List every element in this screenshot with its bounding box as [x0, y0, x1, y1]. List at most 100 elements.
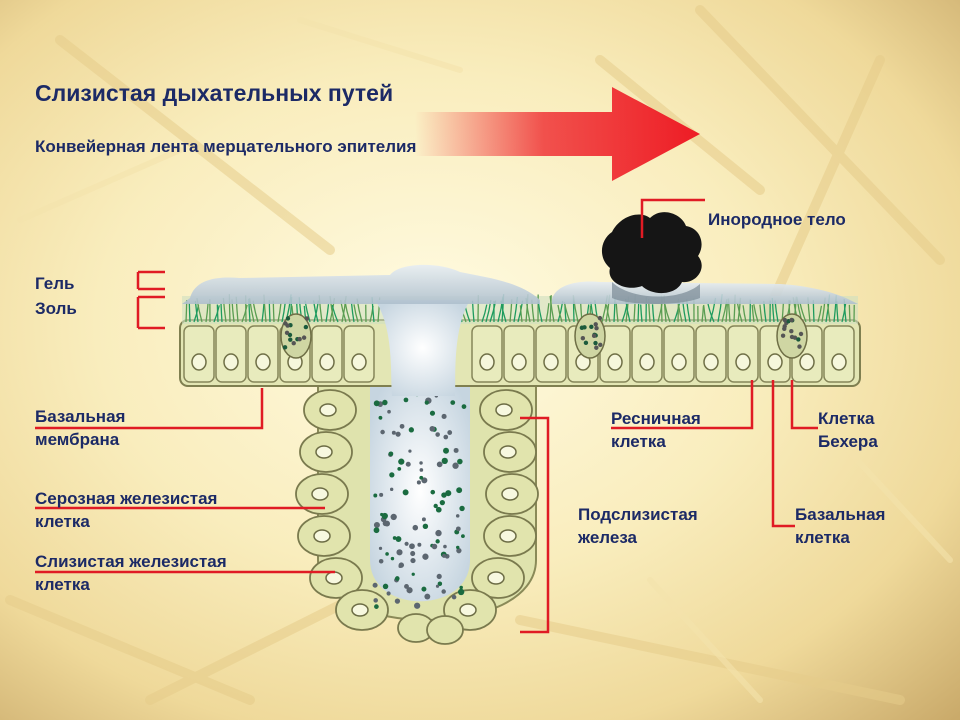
secretion-granule — [411, 572, 415, 576]
secretion-granule — [461, 534, 465, 539]
cell-nucleus — [255, 353, 271, 371]
cell-nucleus — [311, 487, 329, 501]
secretion-granule — [443, 544, 447, 549]
secretion-granule — [429, 410, 436, 416]
goblet-cell — [280, 313, 312, 359]
arrow-right-icon — [415, 87, 700, 181]
secretion-granule — [382, 583, 389, 590]
mucin-granule — [284, 330, 290, 336]
cilium — [848, 304, 851, 323]
cilium — [751, 304, 755, 323]
cell-nucleus — [319, 353, 335, 371]
secretion-granule — [451, 594, 457, 600]
secretion-granule — [457, 588, 465, 596]
secretion-granule — [385, 552, 389, 556]
cilium — [205, 303, 209, 323]
cilium — [325, 304, 330, 323]
secretion-granule — [412, 524, 419, 531]
secretion-granule — [437, 581, 443, 586]
secretion-granule — [439, 500, 445, 506]
secretion-granule — [378, 558, 384, 564]
secretion-granule — [447, 430, 453, 435]
secretion-granule — [442, 553, 447, 558]
secretion-granule — [399, 423, 405, 429]
cell-nucleus — [607, 353, 623, 371]
secretion-granule — [456, 547, 462, 554]
mucin-granule — [580, 336, 586, 341]
secretion-granule — [404, 584, 409, 589]
secretion-granule — [433, 503, 438, 509]
cell-nucleus — [735, 353, 751, 371]
mucin-granule — [593, 340, 598, 346]
mucin-granule — [782, 317, 788, 323]
mucin-granule — [789, 329, 794, 334]
cell-nucleus — [799, 353, 815, 371]
cell-nucleus — [313, 529, 331, 543]
secretion-granule — [441, 589, 446, 594]
secretion-granule — [443, 447, 449, 454]
cell-nucleus — [191, 353, 207, 371]
leader-ciliated-cell — [611, 380, 754, 430]
secretion-granule — [389, 487, 394, 492]
secretion-granule — [390, 556, 395, 561]
cell-nucleus — [703, 353, 719, 371]
secretion-granule — [382, 399, 388, 406]
secretion-granule — [419, 468, 424, 472]
secretion-granule — [435, 584, 440, 588]
secretion-granule — [457, 458, 463, 465]
mucin-granule — [591, 333, 597, 339]
cilium — [220, 303, 223, 323]
mucin-granule — [288, 337, 293, 342]
secretion-granule — [373, 527, 380, 534]
mucin-granule — [782, 324, 787, 329]
cell-nucleus — [511, 353, 527, 371]
cell-nucleus — [459, 603, 477, 617]
mucin-granule — [792, 335, 798, 340]
label-gel: Гель — [35, 274, 75, 293]
secretion-granule — [461, 404, 467, 409]
leader-goblet-cell — [790, 380, 818, 430]
secretion-granule — [378, 415, 383, 420]
mucin-granule — [594, 345, 599, 350]
secretion-granule — [422, 523, 429, 530]
cilium — [651, 304, 655, 323]
secretion-granule — [405, 461, 411, 467]
secretion-granule — [403, 397, 409, 403]
cilium — [605, 304, 611, 323]
secretion-granule — [373, 521, 380, 528]
secretion-granule — [456, 487, 463, 494]
secretion-granule — [421, 477, 428, 484]
secretion-granule — [373, 400, 380, 407]
secretion-granule — [408, 427, 414, 433]
cilium — [545, 303, 550, 323]
secretion-granule — [450, 400, 456, 405]
secretion-granule — [419, 475, 424, 480]
secretion-granule — [372, 582, 378, 588]
bracket-submucosal-gland — [520, 416, 550, 634]
mucin-granule — [297, 336, 302, 342]
secretion-granule — [459, 585, 463, 590]
secretion-granule — [430, 489, 436, 495]
secretion-granule — [382, 520, 389, 527]
cell-nucleus — [499, 529, 517, 543]
secretion-granule — [381, 512, 388, 520]
cilium — [799, 302, 807, 323]
cell-nucleus — [543, 353, 559, 371]
mucus-gel-left — [182, 264, 540, 304]
leader-lines — [35, 198, 818, 634]
secretion-granule — [396, 549, 403, 556]
secretion-granule — [410, 551, 416, 557]
secretion-granule — [421, 517, 426, 522]
cell-nucleus — [831, 353, 847, 371]
cilium — [188, 303, 191, 323]
cilium — [663, 302, 671, 323]
mucin-granule — [301, 335, 307, 340]
secretion-granule — [424, 593, 431, 600]
mucin-granule — [285, 323, 290, 328]
secretion-granule — [441, 492, 447, 498]
cell-nucleus — [495, 403, 513, 417]
mucin-granule — [789, 317, 794, 323]
cilium — [637, 301, 640, 323]
